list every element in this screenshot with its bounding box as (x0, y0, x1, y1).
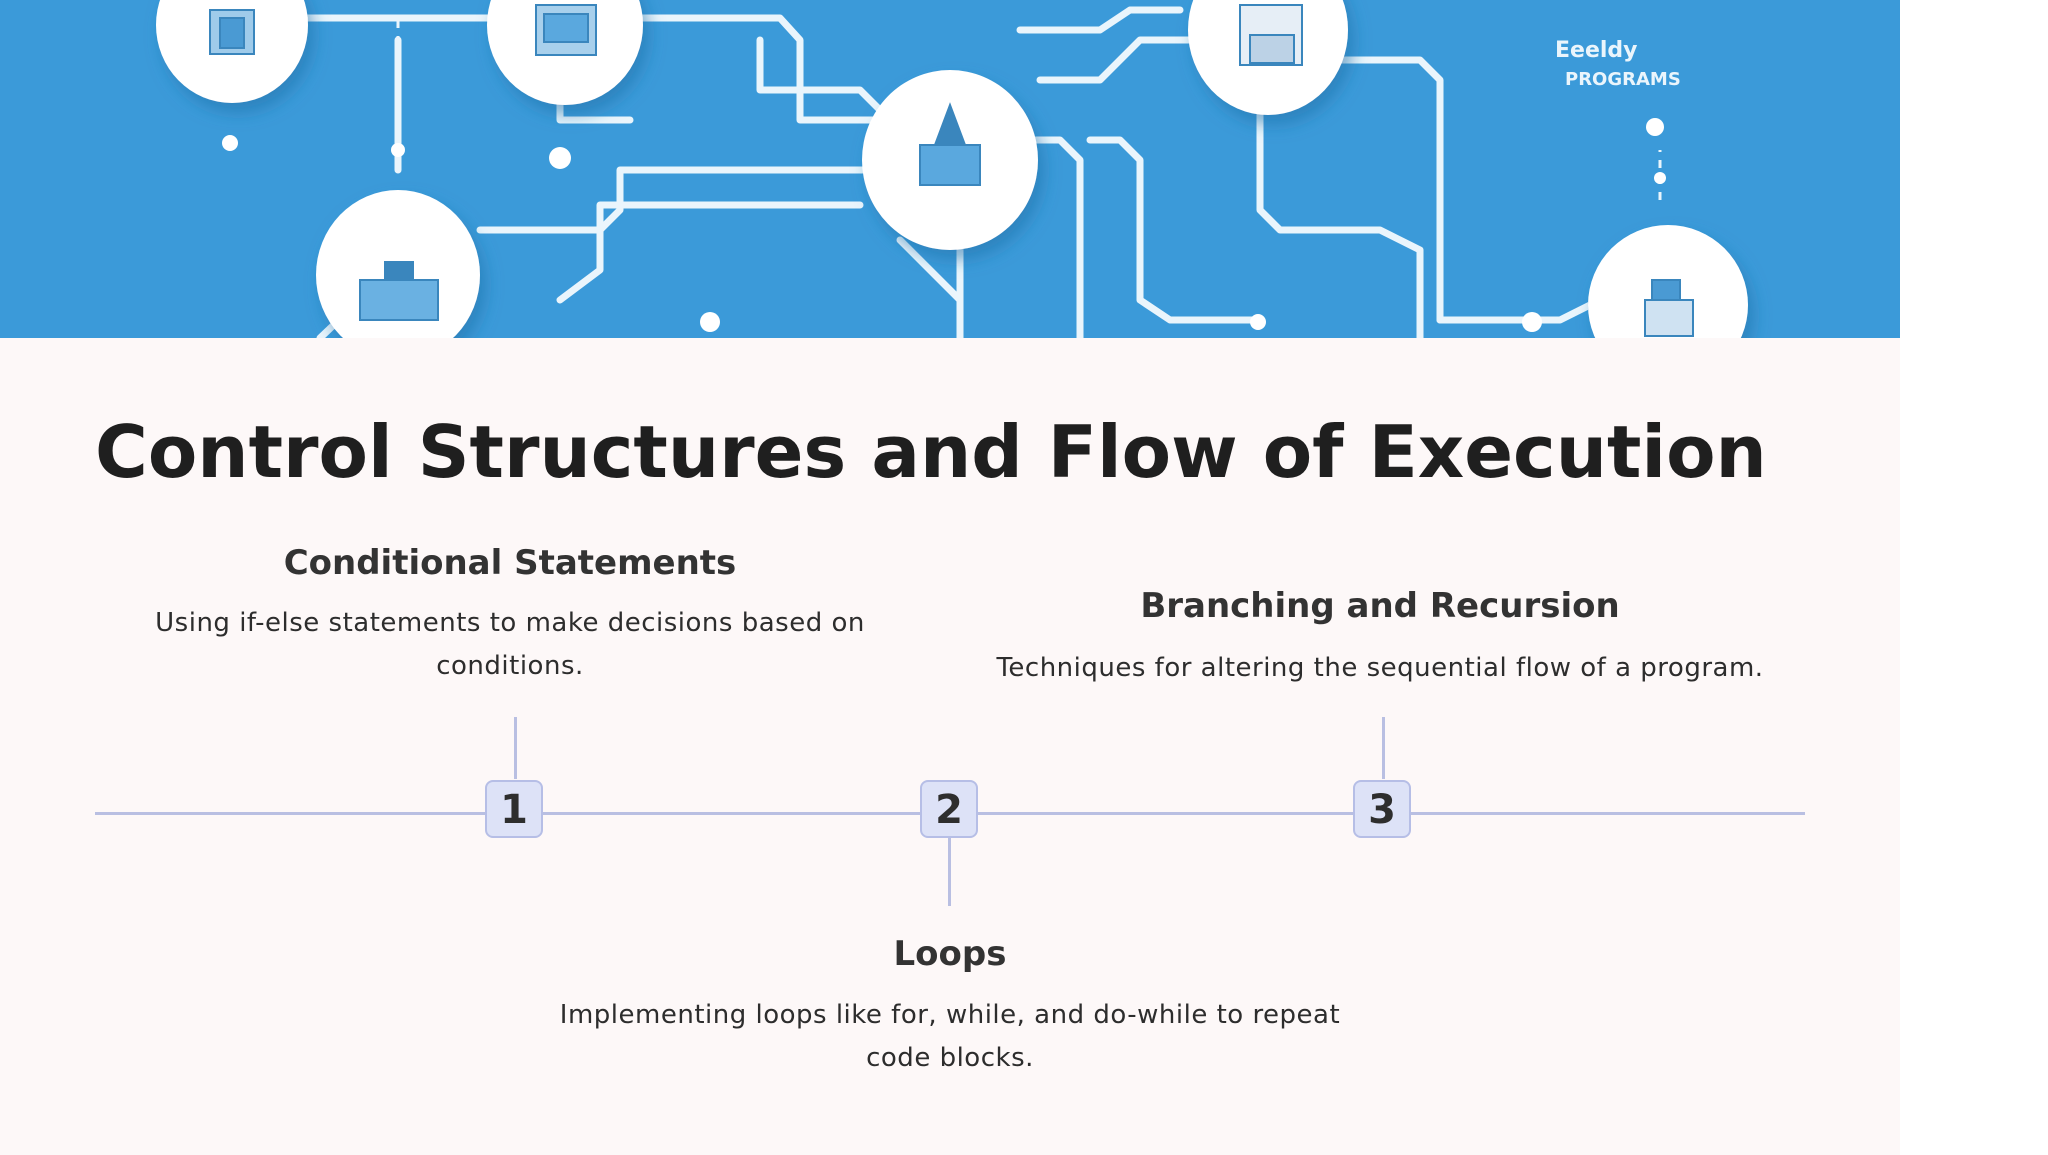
svg-text:PROGRAMS: PROGRAMS (1565, 69, 1681, 90)
timeline-connector-2 (948, 838, 951, 906)
timeline-item-2-title: Loops (750, 934, 1150, 974)
timeline-item-3-description: Techniques for altering the sequential f… (980, 647, 1780, 690)
timeline-marker-2: 2 (920, 780, 978, 838)
timeline-connector-1 (514, 717, 517, 779)
timeline-marker-3: 3 (1353, 780, 1411, 838)
page-title: Control Structures and Flow of Execution (95, 410, 1767, 494)
timeline-marker-1: 1 (485, 780, 543, 838)
timeline-connector-3 (1382, 717, 1385, 779)
timeline-item-1-description: Using if-else statements to make decisio… (130, 602, 890, 688)
network-diagram-icon: Eeeldy PROGRAMS (0, 0, 1900, 338)
svg-text:Eeeldy: Eeeldy (1555, 38, 1638, 63)
timeline-item-2-description: Implementing loops like for, while, and … (540, 994, 1360, 1080)
slide: Eeeldy PROGRAMS Control Structures and F… (0, 0, 1900, 1155)
hero-illustration: Eeeldy PROGRAMS (0, 0, 1900, 338)
timeline-item-3-title: Branching and Recursion (1100, 586, 1660, 626)
timeline-item-1-title: Conditional Statements (225, 543, 795, 583)
